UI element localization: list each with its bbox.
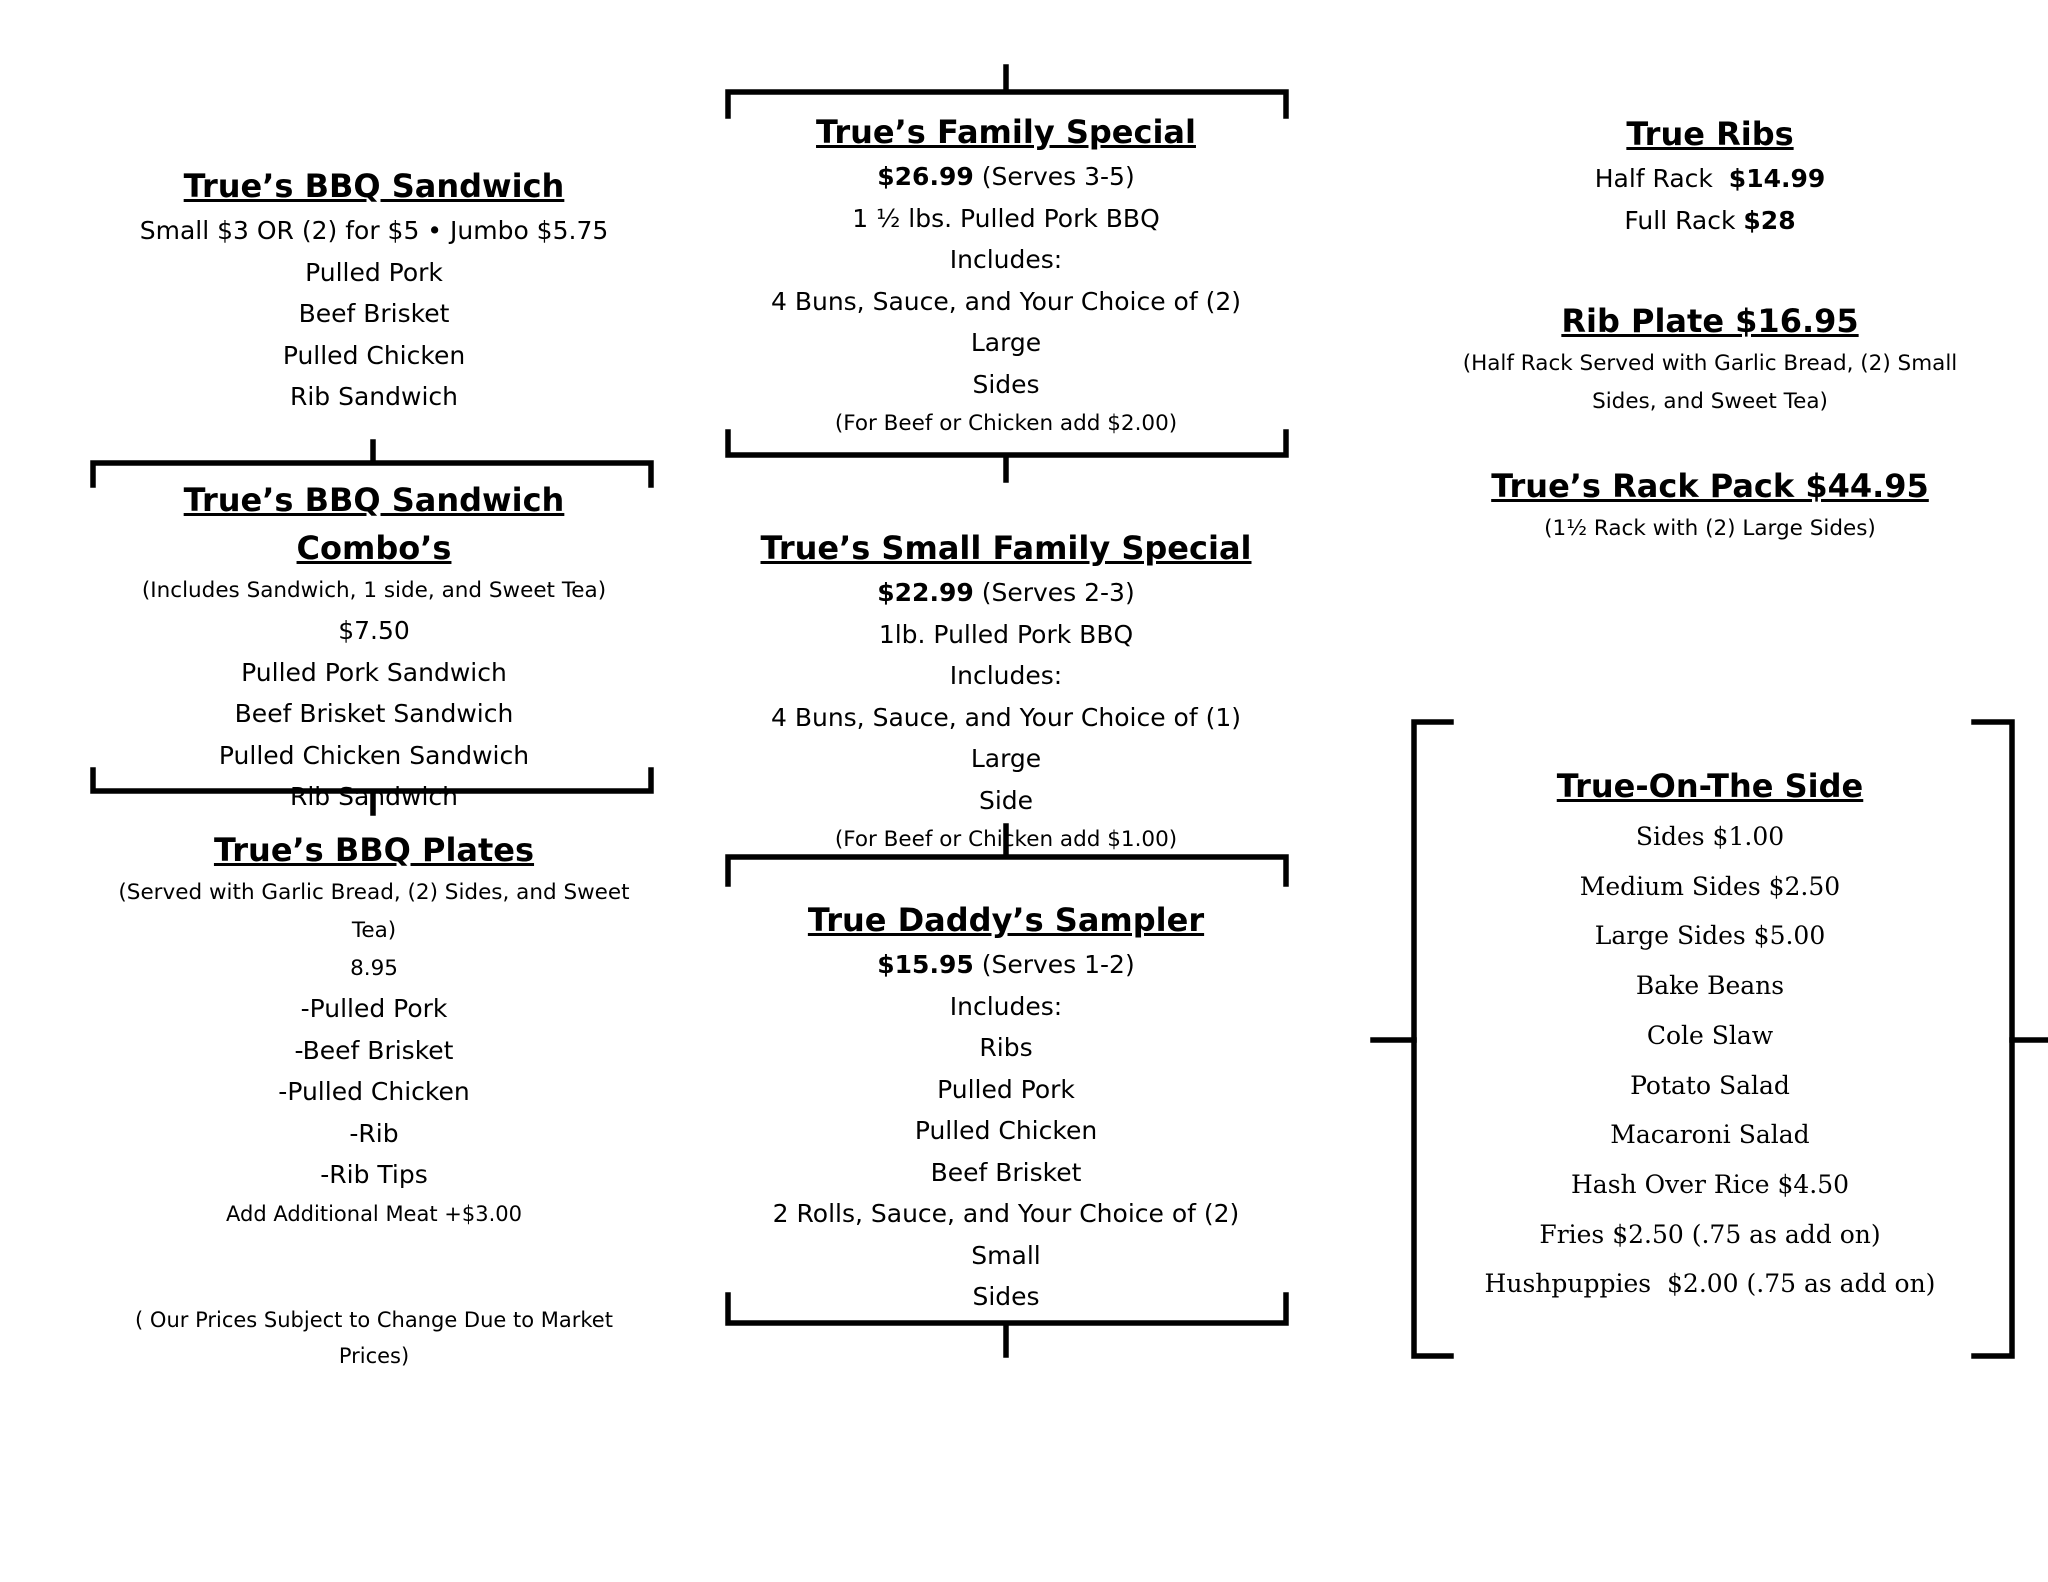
family-special-includes: Includes: <box>949 245 1063 274</box>
rack-pack-note: (1½ Rack with (2) Large Sides) <box>1544 516 1876 541</box>
bbq-sandwich-title: True’s BBQ Sandwich <box>183 167 565 205</box>
plates-item: -Pulled Chicken <box>278 1077 470 1106</box>
family-special-desc: 4 Buns, Sauce, and Your Choice of (2) La… <box>770 286 1242 358</box>
rack-pack-section: True’s Rack Pack $44.95 (1½ Rack with (2… <box>1440 462 1980 548</box>
ribs-title: True Ribs <box>1626 115 1794 153</box>
family-special-section: True’s Family Special $26.99 (Serves 3-5… <box>736 108 1276 443</box>
rib-plate-note: (Half Rack Served with Garlic Bread, (2)… <box>1462 351 1958 376</box>
small-family-special-includes: Includes: <box>949 661 1063 690</box>
price-disclaimer-text: ( Our Prices Subject to Change Due to Ma… <box>135 1308 613 1368</box>
bbq-sandwich-item: Beef Brisket <box>298 299 450 328</box>
sides-item: Fries $2.50 (.75 as add on) <box>1539 1219 1881 1249</box>
plates-note: (Served with Garlic Bread, (2) Sides, an… <box>118 880 630 905</box>
sides-item: Medium Sides $2.50 <box>1579 871 1841 901</box>
family-special-price-line: $26.99 (Serves 3-5) <box>736 156 1276 198</box>
sides-item: Hash Over Rice $4.50 <box>1570 1169 1850 1199</box>
family-special-title: True’s Family Special <box>816 113 1196 151</box>
small-family-special-desc: 4 Buns, Sauce, and Your Choice of (1) La… <box>770 702 1242 774</box>
sides-item: Potato Salad <box>1630 1070 1790 1100</box>
combos-price: $7.50 <box>338 616 410 645</box>
sides-item: Large Sides $5.00 <box>1594 921 1826 951</box>
sides-item: Cole Slaw <box>1646 1020 1774 1050</box>
small-family-special-section: True’s Small Family Special $22.99 (Serv… <box>736 524 1276 859</box>
sampler-desc: 2 Rolls, Sauce, and Your Choice of (2) S… <box>772 1199 1240 1270</box>
plates-item: -Rib Tips <box>320 1160 428 1189</box>
sides-item: Sides $1.00 <box>1635 822 1785 851</box>
combos-item: Beef Brisket Sandwich <box>234 699 514 728</box>
bbq-sandwich-section: True’s BBQ Sandwich Small $3 OR (2) for … <box>124 162 624 418</box>
combos-item: Rib Sandwich <box>289 782 459 811</box>
ribs-half-price: $14.99 <box>1728 164 1826 193</box>
rib-plate-note: Sides, and Sweet Tea) <box>1592 389 1828 414</box>
small-family-special-desc: Side <box>978 785 1034 815</box>
plates-item: -Pulled Pork <box>300 994 448 1023</box>
ribs-section: True Ribs Half Rack $14.99 Full Rack $28 <box>1440 110 1980 241</box>
plates-item: -Rib <box>349 1118 399 1148</box>
combos-title: True’s BBQ Sandwich Combo’s <box>183 481 565 567</box>
small-family-special-serves: (Serves 2-3) <box>973 578 1135 607</box>
plates-section: True’s BBQ Plates (Served with Garlic Br… <box>104 826 644 1232</box>
sides-title: True-On-The Side <box>1556 767 1864 805</box>
sampler-section: True Daddy’s Sampler $15.95 (Serves 1-2)… <box>736 896 1276 1318</box>
sides-section: True-On-The Side Sides $1.00 Medium Side… <box>1440 762 1980 1309</box>
family-special-price: $26.99 <box>877 162 974 191</box>
sampler-price-line: $15.95 (Serves 1-2) <box>736 944 1276 986</box>
ribs-half-label: Half Rack <box>1594 164 1729 193</box>
sides-item: Hushpuppies $2.00 (.75 as add on) <box>1484 1269 1936 1299</box>
sampler-desc: Sides <box>972 1282 1040 1311</box>
bbq-sandwich-item: Pulled Pork <box>305 257 443 287</box>
rack-pack-title: True’s Rack Pack $44.95 <box>1491 467 1929 505</box>
small-family-special-price-line: $22.99 (Serves 2-3) <box>736 572 1276 614</box>
combos-item: Pulled Pork Sandwich <box>241 657 507 687</box>
family-special-desc: Sides <box>972 369 1040 399</box>
small-family-special-title: True’s Small Family Special <box>760 529 1252 567</box>
bbq-sandwich-item: Pulled Chicken <box>282 340 466 370</box>
sampler-item: Pulled Chicken <box>914 1116 1098 1145</box>
family-special-note: (For Beef or Chicken add $2.00) <box>834 411 1178 436</box>
plates-title: True’s BBQ Plates <box>213 831 535 869</box>
sides-item: Bake Beans <box>1635 971 1785 1001</box>
family-special-serves: (Serves 3-5) <box>973 162 1135 191</box>
ribs-full-price: $28 <box>1743 205 1796 235</box>
sides-item: Macaroni Salad <box>1610 1120 1810 1150</box>
sampler-item: Ribs <box>979 1033 1033 1062</box>
ribs-full-label: Full Rack <box>1624 205 1744 235</box>
bbq-sandwich-prices: Small $3 OR (2) for $5 • Jumbo $5.75 <box>139 216 609 245</box>
bbq-sandwich-item: Rib Sandwich <box>289 382 459 411</box>
combos-note: (Includes Sandwich, 1 side, and Sweet Te… <box>141 578 607 603</box>
plates-item: -Beef Brisket <box>294 1035 454 1065</box>
combos-item: Pulled Chicken Sandwich <box>218 740 530 770</box>
rib-plate-title: Rib Plate $16.95 <box>1561 302 1859 340</box>
sampler-item: Pulled Pork <box>937 1074 1075 1104</box>
sampler-item: Beef Brisket <box>930 1157 1082 1187</box>
family-special-meat: 1 ½ lbs. Pulled Pork BBQ <box>852 203 1160 233</box>
plates-note: Tea) <box>351 918 397 943</box>
small-family-special-meat: 1lb. Pulled Pork BBQ <box>878 619 1134 649</box>
ribs-full-line: Full Rack $28 <box>1440 200 1980 242</box>
combos-section: True’s BBQ Sandwich Combo’s (Includes Sa… <box>104 476 644 818</box>
price-disclaimer: ( Our Prices Subject to Change Due to Ma… <box>104 1302 644 1374</box>
rib-plate-section: Rib Plate $16.95 (Half Rack Served with … <box>1440 297 1980 421</box>
sampler-title: True Daddy’s Sampler <box>807 901 1205 939</box>
small-family-special-price: $22.99 <box>877 578 974 607</box>
plates-addon: Add Additional Meat +$3.00 <box>226 1201 522 1226</box>
sampler-price: $15.95 <box>877 950 974 979</box>
small-family-special-note: (For Beef or Chicken add $1.00) <box>834 827 1178 852</box>
sampler-serves: (Serves 1-2) <box>973 950 1135 979</box>
sampler-includes: Includes: <box>949 991 1063 1021</box>
ribs-half-line: Half Rack $14.99 <box>1440 158 1980 200</box>
plates-price: 8.95 <box>350 956 398 981</box>
